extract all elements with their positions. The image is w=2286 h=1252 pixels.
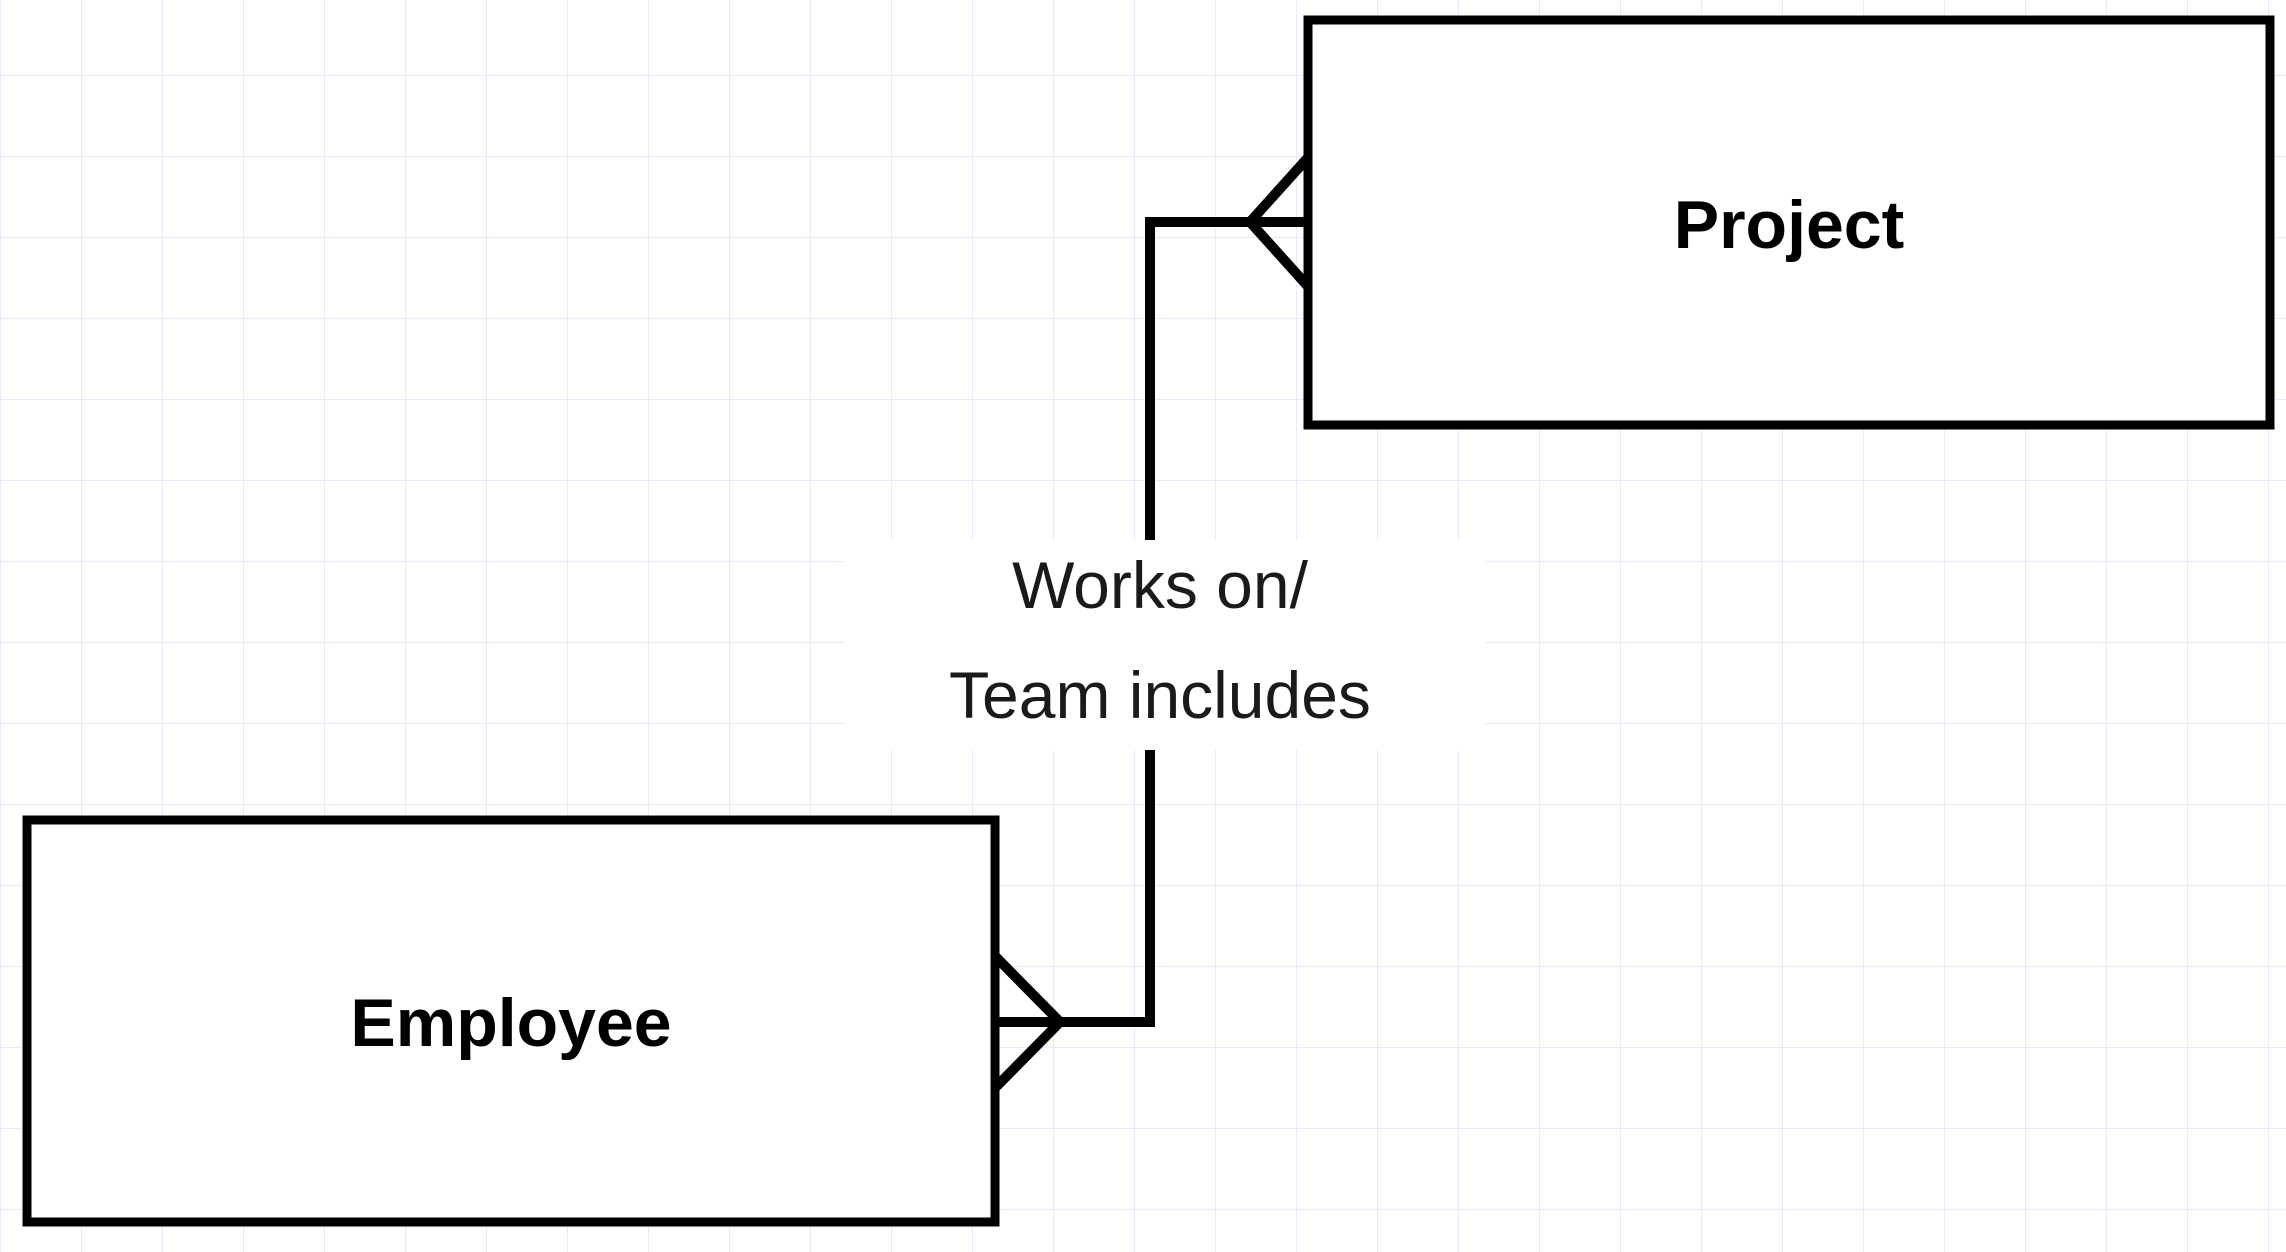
relationship-label-works-on[interactable]: Works on/ Team includes — [845, 540, 1485, 750]
entity-project-box[interactable] — [1303, 15, 2275, 430]
crow-foot-employee-side — [987, 948, 1064, 1096]
crow-foot-project-side — [1246, 148, 1317, 296]
entity-employee[interactable]: Employee — [22, 815, 1000, 1227]
relationship-label-background — [845, 540, 1485, 750]
relationship-label-line-1: Works on/ — [1012, 548, 1309, 622]
entity-project-label: Project — [1674, 187, 1905, 263]
entity-employee-label: Employee — [350, 985, 671, 1061]
entity-employee-box[interactable] — [22, 815, 1000, 1227]
entity-project[interactable]: Project — [1303, 15, 2275, 430]
relationship-label-line-2: Team includes — [949, 658, 1371, 732]
